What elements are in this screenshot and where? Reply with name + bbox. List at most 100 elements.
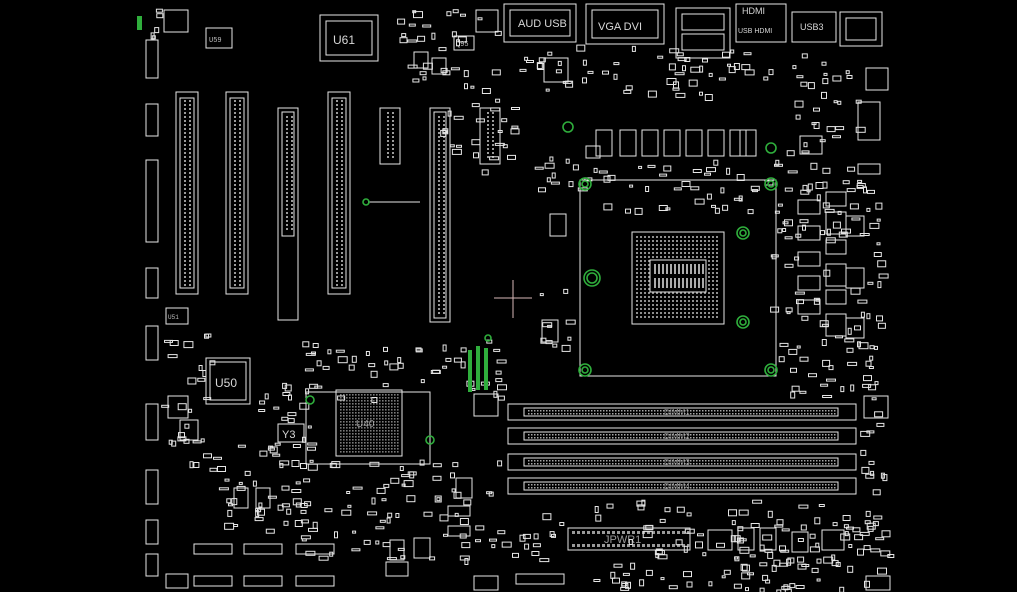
- cpu-pad: [652, 256, 654, 258]
- pin: [234, 276, 236, 278]
- dimm-pin: [534, 484, 536, 486]
- dimm-slot-4[interactable]: DIMM4: [507, 477, 857, 495]
- pin: [239, 188, 241, 190]
- dimm-pin: [807, 410, 809, 412]
- dimm-pin: [795, 487, 797, 489]
- cpu-pad: [664, 252, 666, 254]
- bottom-header[interactable]: [515, 573, 565, 585]
- header-right-top[interactable]: [857, 67, 889, 175]
- cpu-pad: [656, 312, 658, 314]
- smd-part: [774, 163, 783, 167]
- pch-chipset[interactable]: U40: [305, 389, 431, 465]
- pch-ball: [358, 421, 360, 423]
- pin: [438, 120, 440, 122]
- smd-part: [738, 538, 747, 542]
- pch-ball: [376, 433, 378, 435]
- pch-ball: [382, 436, 384, 438]
- chip-u59[interactable]: U59: [205, 27, 233, 49]
- dimm-pin: [666, 410, 668, 412]
- dimm-pin: [726, 434, 728, 436]
- pch-ball: [343, 433, 345, 435]
- crystal-y3[interactable]: Y3: [277, 423, 305, 443]
- dimm-pin: [594, 463, 596, 465]
- dimm-slot-2[interactable]: DIMM2: [507, 427, 857, 445]
- cpu-pad: [700, 248, 702, 250]
- dimm-pin: [735, 460, 737, 462]
- pch-ball: [382, 421, 384, 423]
- pch-ball: [379, 415, 381, 417]
- io-hdmi-port[interactable]: [675, 7, 731, 59]
- cpu-pad: [708, 244, 710, 246]
- cpu-pad: [640, 240, 642, 242]
- dimm-pin: [819, 434, 821, 436]
- smd-part: [801, 564, 810, 567]
- pcie-slot-3[interactable]: [277, 107, 299, 321]
- smd-part: [864, 580, 870, 588]
- dimm-pin: [555, 460, 557, 462]
- cpu-center-pad: [662, 264, 664, 274]
- cpu-center-pad: [674, 264, 676, 274]
- smd-part: [337, 395, 346, 401]
- smd-part: [238, 481, 243, 485]
- pin: [443, 204, 445, 206]
- pch-ball: [370, 412, 372, 414]
- pch-ball: [391, 442, 393, 444]
- io-vga-dvi-port[interactable]: VGA DVI: [585, 3, 665, 45]
- pin: [189, 196, 191, 198]
- pcie-slot-4[interactable]: [327, 91, 351, 295]
- smd-part: [613, 62, 620, 66]
- smd-part: [654, 550, 665, 555]
- cpu-pad: [696, 300, 698, 302]
- dimm-pin: [567, 437, 569, 439]
- pcie-slot-1[interactable]: [175, 91, 199, 295]
- component: [585, 145, 601, 159]
- dimm-pin: [693, 437, 695, 439]
- pin: [189, 156, 191, 158]
- header-block-1[interactable]: [379, 107, 401, 165]
- pin: [286, 200, 288, 202]
- pin: [438, 192, 440, 194]
- smd-part: [335, 349, 345, 353]
- io-audio-usb-port[interactable]: AUD USB: [503, 3, 577, 43]
- smd-part: [875, 537, 885, 541]
- io-usb-hdmi-port[interactable]: HDMI USB HDMI: [735, 3, 787, 43]
- pcie-slot-5[interactable]: [429, 107, 451, 323]
- smd-part: [873, 515, 883, 520]
- dimm-pin: [792, 413, 794, 415]
- transistor-q95[interactable]: Q95: [453, 35, 475, 51]
- dimm-pin: [567, 460, 569, 462]
- cpu-pad: [712, 316, 714, 318]
- chip-u61[interactable]: U61: [319, 14, 379, 62]
- pch-ball: [388, 448, 390, 450]
- pch-ball: [370, 403, 372, 405]
- pch-ball: [388, 403, 390, 405]
- pcie-slot-2[interactable]: [225, 91, 249, 295]
- chip-u51[interactable]: U51: [165, 307, 189, 325]
- header-block-2[interactable]: [479, 107, 501, 165]
- smd-part: [300, 463, 307, 469]
- pin: [336, 204, 338, 206]
- dimm-slot-3[interactable]: DIMM3: [507, 453, 857, 471]
- dimm-pin: [606, 460, 608, 462]
- io-usb3-port[interactable]: USB3: [791, 11, 837, 43]
- io-lan-port[interactable]: [839, 11, 883, 47]
- dimm-pin: [558, 463, 560, 465]
- cpu-socket[interactable]: [579, 179, 777, 377]
- bottom-left-headers[interactable]: [193, 543, 335, 587]
- smd-part: [839, 586, 845, 592]
- smd-part: [847, 327, 852, 335]
- dimm-pin: [747, 487, 749, 489]
- cpu-pad: [712, 264, 714, 266]
- dimm-pin: [642, 487, 644, 489]
- dimm-pin: [780, 484, 782, 486]
- pch-ball: [394, 421, 396, 423]
- cpu-pad: [640, 288, 642, 290]
- atx-pin: [612, 531, 615, 534]
- smd-part: [318, 555, 329, 561]
- chip-u50[interactable]: U50: [205, 357, 251, 405]
- dimm-slot-1[interactable]: DIMM1: [507, 403, 857, 421]
- pch-ball: [394, 424, 396, 426]
- dimm-pin: [564, 484, 566, 486]
- dimm-pin: [534, 410, 536, 412]
- cpu-pad: [648, 316, 650, 318]
